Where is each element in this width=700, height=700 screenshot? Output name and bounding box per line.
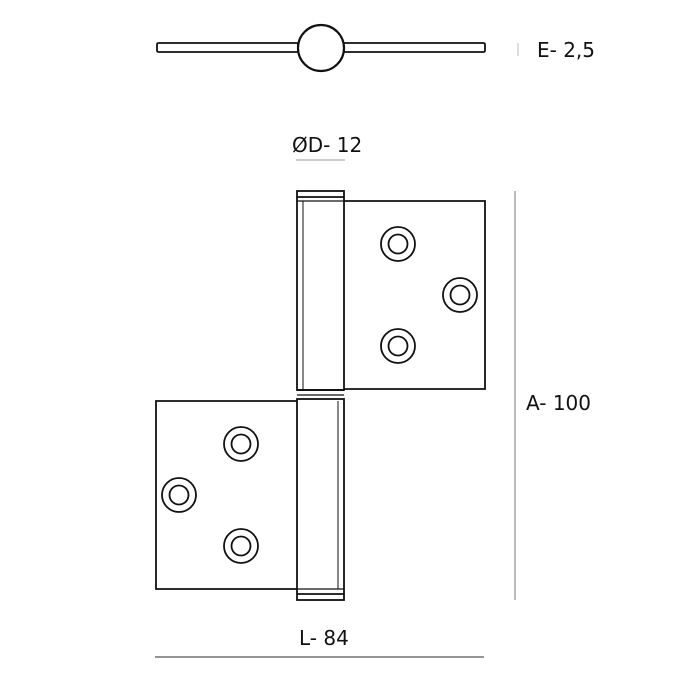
screw-hole-outer <box>380 328 416 364</box>
top-view-leaf-left <box>156 42 299 53</box>
upper-leaf <box>343 200 486 390</box>
screw-hole-inner <box>449 284 471 306</box>
knuckle-lower <box>296 398 345 601</box>
front-view <box>155 190 486 601</box>
screw-hole-outer <box>161 477 197 513</box>
diameter-label: ØD- 12 <box>292 133 362 157</box>
length-label: L- 84 <box>299 626 349 650</box>
height-label: A- 100 <box>526 391 591 415</box>
screw-hole-outer <box>442 277 478 313</box>
screw-hole-inner <box>230 535 252 557</box>
screw-hole-inner <box>387 335 409 357</box>
knuckle-upper <box>296 190 345 391</box>
screw-hole-inner <box>387 233 409 255</box>
thickness-label: E- 2,5 <box>537 38 595 62</box>
screw-hole-inner <box>168 484 190 506</box>
upper-screw-holes <box>380 226 478 364</box>
top-view-knuckle <box>296 23 346 73</box>
top-view-leaf-right <box>342 42 486 53</box>
screw-hole-outer <box>223 528 259 564</box>
top-view <box>156 23 486 73</box>
screw-hole-outer <box>380 226 416 262</box>
screw-hole-outer <box>223 426 259 462</box>
lower-leaf <box>155 400 297 590</box>
lower-screw-holes <box>161 426 259 564</box>
screw-hole-inner <box>230 433 252 455</box>
